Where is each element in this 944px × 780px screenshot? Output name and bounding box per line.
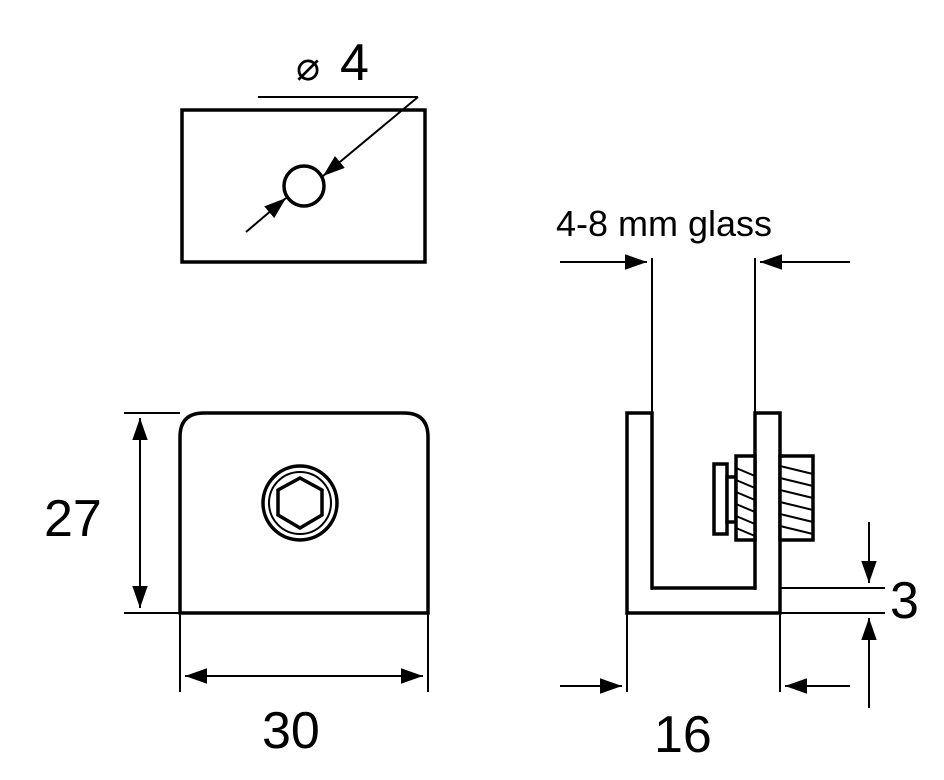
screw-tip xyxy=(712,462,729,536)
thread-lines xyxy=(735,465,814,537)
height-dimension-label: 27 xyxy=(44,490,102,548)
base-thickness-label: 3 xyxy=(890,572,919,630)
hex-socket-icon xyxy=(276,476,324,531)
glass-thickness-label: 4-8 mm glass xyxy=(556,203,772,244)
side-view: 4-8 mm glass 16 3 xyxy=(556,203,919,764)
screw-head-outer xyxy=(261,464,339,542)
depth-dimension-label: 16 xyxy=(654,706,712,764)
screw-head-inner xyxy=(268,471,332,535)
diameter-leader-arrow-lower xyxy=(245,197,287,233)
diameter-leader-arrow-upper xyxy=(322,96,419,177)
width-dimension-label: 30 xyxy=(262,702,320,760)
diameter-value: 4 xyxy=(340,34,369,92)
u-bracket xyxy=(625,411,782,615)
screw-nut xyxy=(778,454,815,542)
diameter-symbol: ⌀ xyxy=(296,45,320,89)
front-view-outline xyxy=(178,411,430,615)
top-view-outline xyxy=(180,108,427,264)
top-view: ⌀ 4 xyxy=(180,34,427,264)
front-view: 27 30 xyxy=(44,411,430,760)
hole-circle xyxy=(282,164,326,208)
